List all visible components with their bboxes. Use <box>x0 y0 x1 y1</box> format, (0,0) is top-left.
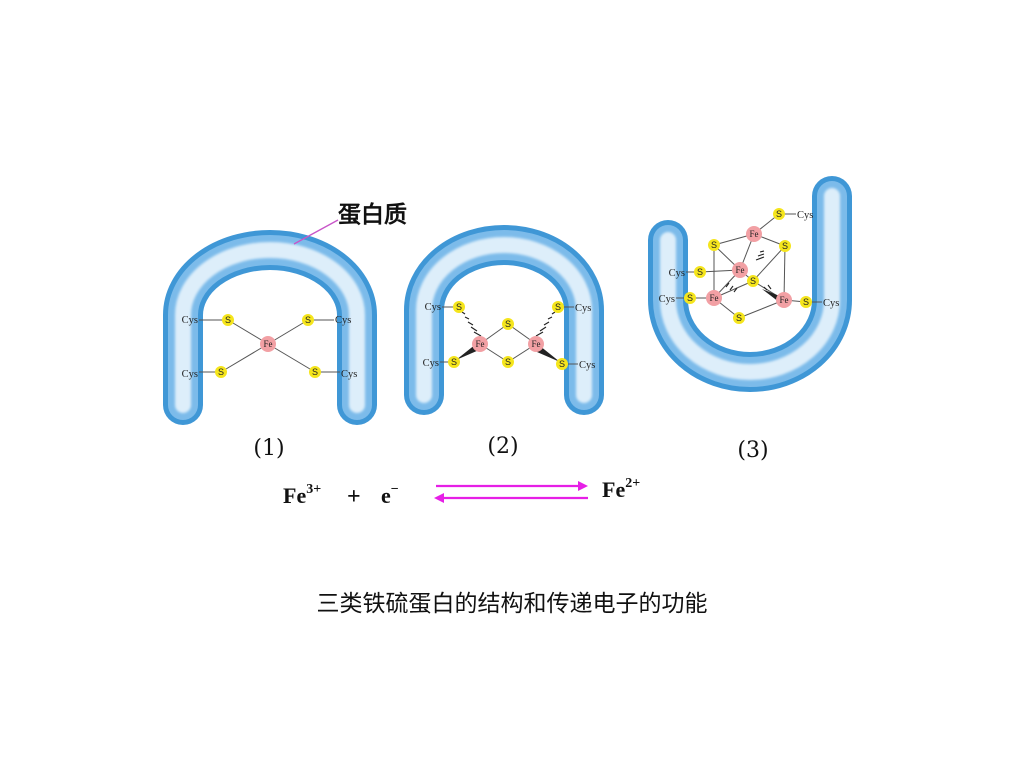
svg-text:Fe: Fe <box>264 339 273 349</box>
panel-label-1: (1) <box>253 436 284 461</box>
svg-text:S: S <box>803 297 809 307</box>
sulfur-atom <box>708 239 720 251</box>
svg-text:S: S <box>505 357 511 367</box>
svg-text:S: S <box>312 367 318 377</box>
iron-atom <box>260 336 276 352</box>
cys-label: Cys <box>797 210 813 221</box>
svg-text:S: S <box>559 359 565 369</box>
cluster-3: Fe Fe Fe Fe S S S S S S S S Cys Cys Cys … <box>659 208 839 324</box>
iron-atom <box>528 336 544 352</box>
svg-text:S: S <box>505 319 511 329</box>
svg-text:S: S <box>697 267 703 277</box>
svg-text:S: S <box>555 302 561 312</box>
iron-atom <box>706 290 722 306</box>
sulfur-atom <box>302 314 314 326</box>
sulfur-atom <box>502 356 514 368</box>
panel-label-3: (3) <box>737 438 768 463</box>
equation-right: Fe2+ <box>602 476 640 502</box>
svg-text:Fe: Fe <box>532 339 541 349</box>
sulfur-atom <box>448 356 460 368</box>
sulfur-atom <box>215 366 227 378</box>
sulfur-atom <box>502 318 514 330</box>
svg-text:S: S <box>711 240 717 250</box>
cys-label: Cys <box>575 303 591 314</box>
equation-plus: + <box>347 484 361 510</box>
iron-atom <box>472 336 488 352</box>
protein-tube-1 <box>163 230 377 425</box>
svg-text:S: S <box>451 357 457 367</box>
sulfur-atom <box>556 358 568 370</box>
svg-text:S: S <box>736 313 742 323</box>
cys-label: Cys <box>669 268 685 279</box>
svg-text:S: S <box>456 302 462 312</box>
sulfur-atom <box>222 314 234 326</box>
sulfur-atom <box>747 275 759 287</box>
sulfur-atom <box>779 240 791 252</box>
cys-label: Cys <box>823 298 839 309</box>
svg-text:Fe: Fe <box>710 293 719 303</box>
iron-atom <box>776 292 792 308</box>
iron-atom <box>732 262 748 278</box>
svg-text:S: S <box>750 276 756 286</box>
protein-tube-3 <box>648 176 852 392</box>
sulfur-atom <box>552 301 564 313</box>
equation-electron: e− <box>381 482 399 508</box>
cluster-1: Fe S S S S Cys Cys Cys Cys <box>182 314 357 380</box>
cys-label: Cys <box>423 358 439 369</box>
sulfur-atom <box>684 292 696 304</box>
cys-label: Cys <box>425 302 441 313</box>
svg-text:S: S <box>218 367 224 377</box>
cys-label: Cys <box>579 360 595 371</box>
svg-text:Fe: Fe <box>780 295 789 305</box>
cluster-2: Fe Fe S S S S S S Cys Cys Cys Cys <box>423 301 595 371</box>
protein-pointer-line <box>293 219 339 245</box>
panel-label-2: (2) <box>487 434 518 459</box>
equation-left: Fe3+ <box>283 482 321 508</box>
sulfur-atom <box>694 266 706 278</box>
svg-text:Fe: Fe <box>750 229 759 239</box>
cys-label: Cys <box>659 294 675 305</box>
svg-text:S: S <box>782 241 788 251</box>
sulfur-atom <box>800 296 812 308</box>
cys-label: Cys <box>335 315 351 326</box>
redox-equation: Fe3+ + e− Fe2+ <box>283 476 640 510</box>
sulfur-atom <box>773 208 785 220</box>
cys-label: Cys <box>182 315 198 326</box>
svg-text:S: S <box>687 293 693 303</box>
svg-text:Fe: Fe <box>476 339 485 349</box>
sulfur-atom <box>733 312 745 324</box>
svg-text:S: S <box>305 315 311 325</box>
cys-label: Cys <box>341 369 357 380</box>
sulfur-atom <box>453 301 465 313</box>
sulfur-atom <box>309 366 321 378</box>
iron-atom <box>746 226 762 242</box>
svg-text:Fe: Fe <box>736 265 745 275</box>
protein-tube-2 <box>404 225 604 415</box>
figure-caption: 三类铁硫蛋白的结构和传递电子的功能 <box>316 591 708 617</box>
svg-text:S: S <box>776 209 782 219</box>
equilibrium-arrows <box>434 481 588 503</box>
cys-label: Cys <box>182 369 198 380</box>
protein-label: 蛋白质 <box>338 201 407 228</box>
svg-text:S: S <box>225 315 231 325</box>
